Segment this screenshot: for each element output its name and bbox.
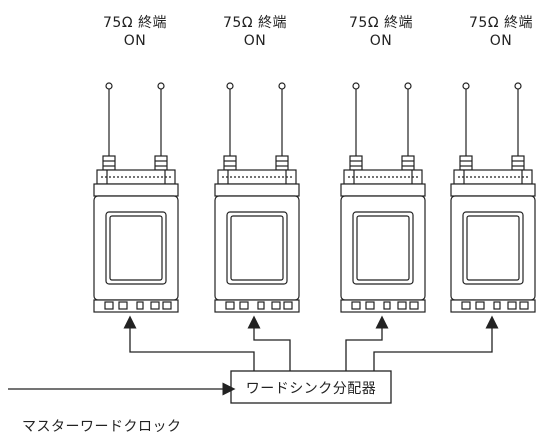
receiver-1-termination-label: 75Ω 終端 ON: [80, 14, 190, 50]
output-line-2: [247, 315, 291, 371]
output-line-3: [345, 315, 389, 371]
termination-text: 75Ω 終端: [103, 15, 167, 31]
receiver-unit-3: [340, 82, 426, 313]
termination-state: ON: [369, 33, 393, 49]
output-line-1: [123, 315, 255, 371]
termination-state: ON: [489, 33, 513, 49]
termination-text: 75Ω 終端: [469, 15, 533, 31]
termination-state: ON: [123, 33, 147, 49]
receiver-4-termination-label: 75Ω 終端 ON: [446, 14, 551, 50]
output-line-4: [373, 315, 499, 371]
termination-text: 75Ω 終端: [349, 15, 413, 31]
distributor-label: ワードシンク分配器: [245, 381, 377, 397]
termination-state: ON: [243, 33, 267, 49]
receiver-unit-2: [214, 82, 300, 313]
receiver-unit-1: [93, 82, 179, 313]
master-clock-label: マスターワードクロック: [22, 419, 182, 435]
termination-text: 75Ω 終端: [223, 15, 287, 31]
receiver-3-termination-label: 75Ω 終端 ON: [326, 14, 436, 50]
receiver-unit-4: [450, 82, 536, 313]
receiver-2-termination-label: 75Ω 終端 ON: [200, 14, 310, 50]
